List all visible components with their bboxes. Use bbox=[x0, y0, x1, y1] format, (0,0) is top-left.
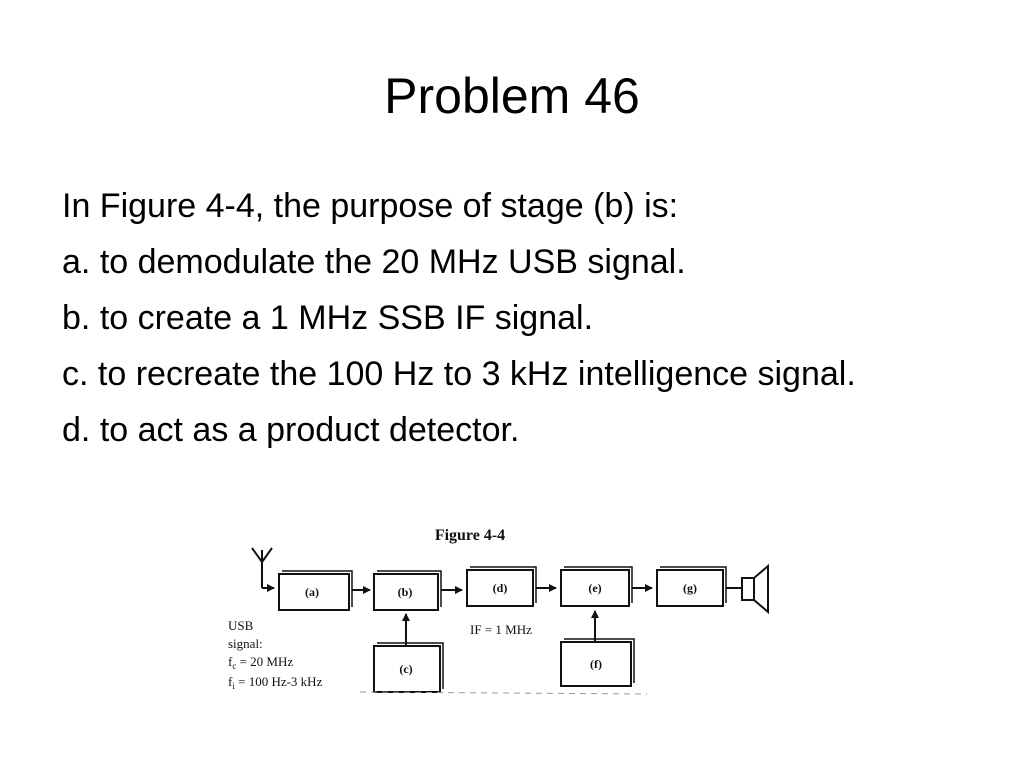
block-a-label: (a) bbox=[305, 585, 319, 599]
option-a: a. to demodulate the 20 MHz USB signal. bbox=[62, 239, 892, 285]
block-c-label: (c) bbox=[399, 662, 412, 676]
fi-symbol: f bbox=[228, 674, 233, 689]
option-b: b. to create a 1 MHz SSB IF signal. bbox=[62, 295, 892, 341]
option-c: c. to recreate the 100 Hz to 3 kHz intel… bbox=[62, 351, 892, 397]
option-d-text: to act as a product detector. bbox=[99, 411, 520, 449]
block-b: (b) bbox=[373, 570, 442, 611]
fc-value: = 20 MHz bbox=[236, 654, 293, 669]
figure-caption: Figure 4-4 bbox=[435, 527, 505, 544]
antenna-icon bbox=[251, 547, 275, 592]
speaker-icon bbox=[741, 563, 769, 615]
block-e-label: (e) bbox=[588, 581, 601, 595]
fc-symbol: f bbox=[228, 654, 233, 669]
receiver-block-diagram: Figure 4-4 (a) (b) (c) bbox=[222, 518, 782, 703]
block-e: (e) bbox=[560, 566, 633, 607]
option-b-letter: b. bbox=[62, 299, 91, 337]
usb-signal-label: USB bbox=[228, 618, 254, 633]
scan-artifact-line bbox=[359, 691, 648, 695]
block-d-label: (d) bbox=[493, 581, 508, 595]
option-c-letter: c. bbox=[62, 355, 89, 393]
signal-label: signal: bbox=[228, 636, 263, 651]
fi-subscript: i bbox=[232, 681, 235, 691]
fc-annotation: fc = 20 MHz bbox=[228, 654, 293, 671]
block-f: (f) bbox=[560, 638, 635, 687]
question-body: In Figure 4-4, the purpose of stage (b) … bbox=[62, 183, 892, 463]
option-a-text: to demodulate the 20 MHz USB signal. bbox=[99, 243, 686, 281]
block-d: (d) bbox=[466, 566, 537, 607]
option-d-letter: d. bbox=[62, 411, 91, 449]
fc-subscript: c bbox=[232, 661, 236, 671]
fi-value: = 100 Hz-3 kHz bbox=[235, 674, 323, 689]
option-b-text: to create a 1 MHz SSB IF signal. bbox=[99, 299, 594, 337]
block-b-label: (b) bbox=[398, 585, 413, 599]
block-c: (c) bbox=[373, 642, 444, 693]
fi-annotation: fi = 100 Hz-3 kHz bbox=[228, 674, 323, 691]
option-d: d. to act as a product detector. bbox=[62, 407, 892, 453]
block-a: (a) bbox=[278, 570, 353, 611]
question-stem: In Figure 4-4, the purpose of stage (b) … bbox=[62, 187, 679, 225]
slide-title: Problem 46 bbox=[384, 68, 640, 124]
option-a-letter: a. bbox=[62, 243, 91, 281]
block-g-label: (g) bbox=[683, 581, 697, 595]
block-f-label: (f) bbox=[590, 657, 602, 671]
if-frequency-label: IF = 1 MHz bbox=[470, 622, 532, 637]
option-c-text: to recreate the 100 Hz to 3 kHz intellig… bbox=[97, 355, 856, 393]
block-g: (g) bbox=[656, 566, 727, 607]
